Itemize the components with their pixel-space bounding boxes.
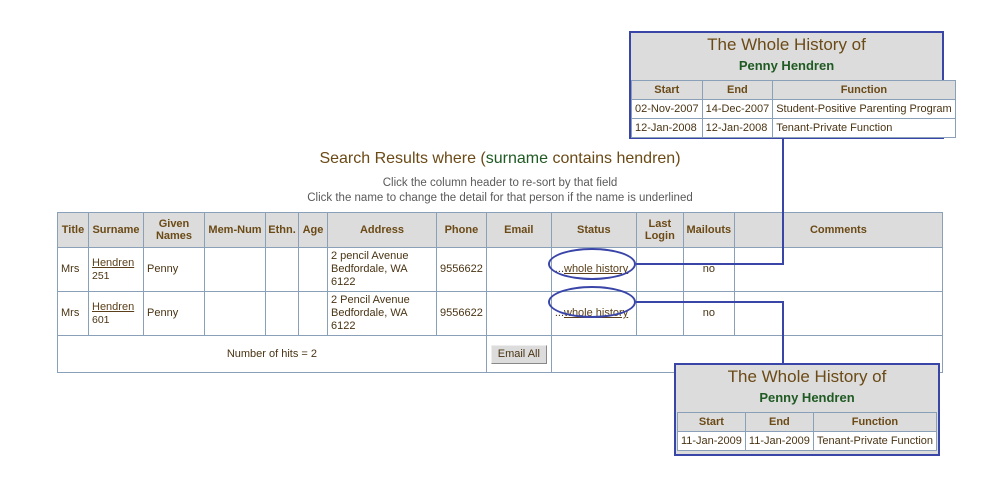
address-line1: 2 Pencil Avenue [331, 294, 410, 306]
cell-email [485, 291, 552, 336]
search-results-heading: Search Results where (surname contains h… [0, 150, 1000, 168]
cell-comments [733, 291, 944, 336]
email-all-button[interactable]: Email All [490, 344, 547, 364]
cell-ethn [265, 247, 299, 292]
cell-title: Mrs [57, 247, 89, 292]
instruction-sort: Click the column header to re-sort by th… [382, 177, 618, 189]
col-function: Function [812, 412, 938, 432]
cell-comments [733, 247, 944, 292]
col-email[interactable]: Email [485, 212, 552, 248]
cell-phone: 9556622 [436, 291, 487, 336]
cell-given: Penny [143, 247, 205, 292]
col-surname[interactable]: Surname [88, 212, 144, 248]
instruction-edit: Click the name to change the detail for … [307, 192, 693, 204]
col-title[interactable]: Title [57, 212, 89, 248]
cell-email-all: Email All [485, 335, 552, 373]
history-table: Start End Function 11-Jan-2009 11-Jan-20… [676, 412, 938, 451]
heading-middle: contains [548, 150, 617, 167]
col-address[interactable]: Address [327, 212, 437, 248]
col-end: End [701, 80, 774, 100]
member-id: 601 [92, 313, 110, 326]
col-start: Start [631, 80, 703, 100]
history-start: 11-Jan-2009 [676, 431, 746, 451]
connector-bottom [636, 301, 784, 363]
cell-mailouts: no [682, 247, 735, 292]
cell-mem-num [204, 291, 266, 336]
cell-mailouts: no [682, 291, 735, 336]
col-phone[interactable]: Phone [436, 212, 487, 248]
col-comments[interactable]: Comments [733, 212, 944, 248]
col-mem-num[interactable]: Mem-Num [204, 212, 266, 248]
address-line1: 2 pencil Avenue [331, 250, 409, 262]
surname-link[interactable]: Hendren [92, 300, 135, 313]
col-last-line2: Login [644, 230, 675, 242]
history-function: Tenant-Private Function [812, 431, 938, 451]
history-popup-bottom: The Whole History of Penny Hendren Start… [674, 363, 940, 456]
popup-title: The Whole History of [727, 367, 887, 386]
highlight-oval [548, 286, 636, 318]
address-line2: Bedfordale, WA 6122 [331, 263, 408, 288]
history-table: Start End Function 02-Nov-2007 14-Dec-20… [631, 80, 956, 138]
popup-person-name: Penny Hendren [759, 390, 855, 405]
cell-age [298, 291, 328, 336]
history-function: Tenant-Private Function [772, 118, 956, 138]
cell-phone: 9556622 [436, 247, 487, 292]
col-start: Start [676, 412, 746, 432]
heading-prefix: Search Results where ( [319, 150, 486, 167]
history-popup-top: The Whole History of Penny Hendren Start… [629, 31, 956, 139]
hits-count: Number of hits = 2 [57, 335, 487, 373]
col-given-line2: Names [155, 230, 193, 242]
col-given-line1: Given [158, 218, 190, 230]
history-end: 11-Jan-2009 [744, 431, 814, 451]
col-function: Function [772, 80, 956, 100]
popup-title: The Whole History of [707, 35, 866, 54]
col-age[interactable]: Age [298, 212, 328, 248]
cell-given: Penny [143, 291, 205, 336]
address-line2: Bedfordale, WA 6122 [331, 307, 408, 332]
history-end: 14-Dec-2007 [701, 99, 774, 119]
history-header-row: Start End Function [631, 80, 956, 100]
col-end: End [744, 412, 814, 432]
history-row: 11-Jan-2009 11-Jan-2009 Tenant-Private F… [676, 431, 938, 451]
history-start: 12-Jan-2008 [631, 118, 703, 138]
heading-value: hendren [616, 150, 676, 167]
cell-last-login [635, 291, 684, 336]
highlight-oval [548, 248, 636, 280]
heading-field: surname [485, 150, 548, 167]
popup-person-name: Penny Hendren [738, 58, 835, 73]
connector-top [636, 139, 784, 265]
cell-ethn [265, 291, 299, 336]
col-last-line1: Last [648, 218, 672, 230]
cell-age [298, 247, 328, 292]
surname-link[interactable]: Hendren [92, 256, 135, 269]
history-end: 12-Jan-2008 [701, 118, 774, 138]
cell-email [485, 247, 552, 292]
history-header-row: Start End Function [676, 412, 938, 432]
history-row: 12-Jan-2008 12-Jan-2008 Tenant-Private F… [631, 118, 956, 138]
history-function: Student-Positive Parenting Program [772, 99, 956, 119]
heading-suffix: ) [675, 150, 681, 167]
member-id: 251 [92, 269, 110, 282]
